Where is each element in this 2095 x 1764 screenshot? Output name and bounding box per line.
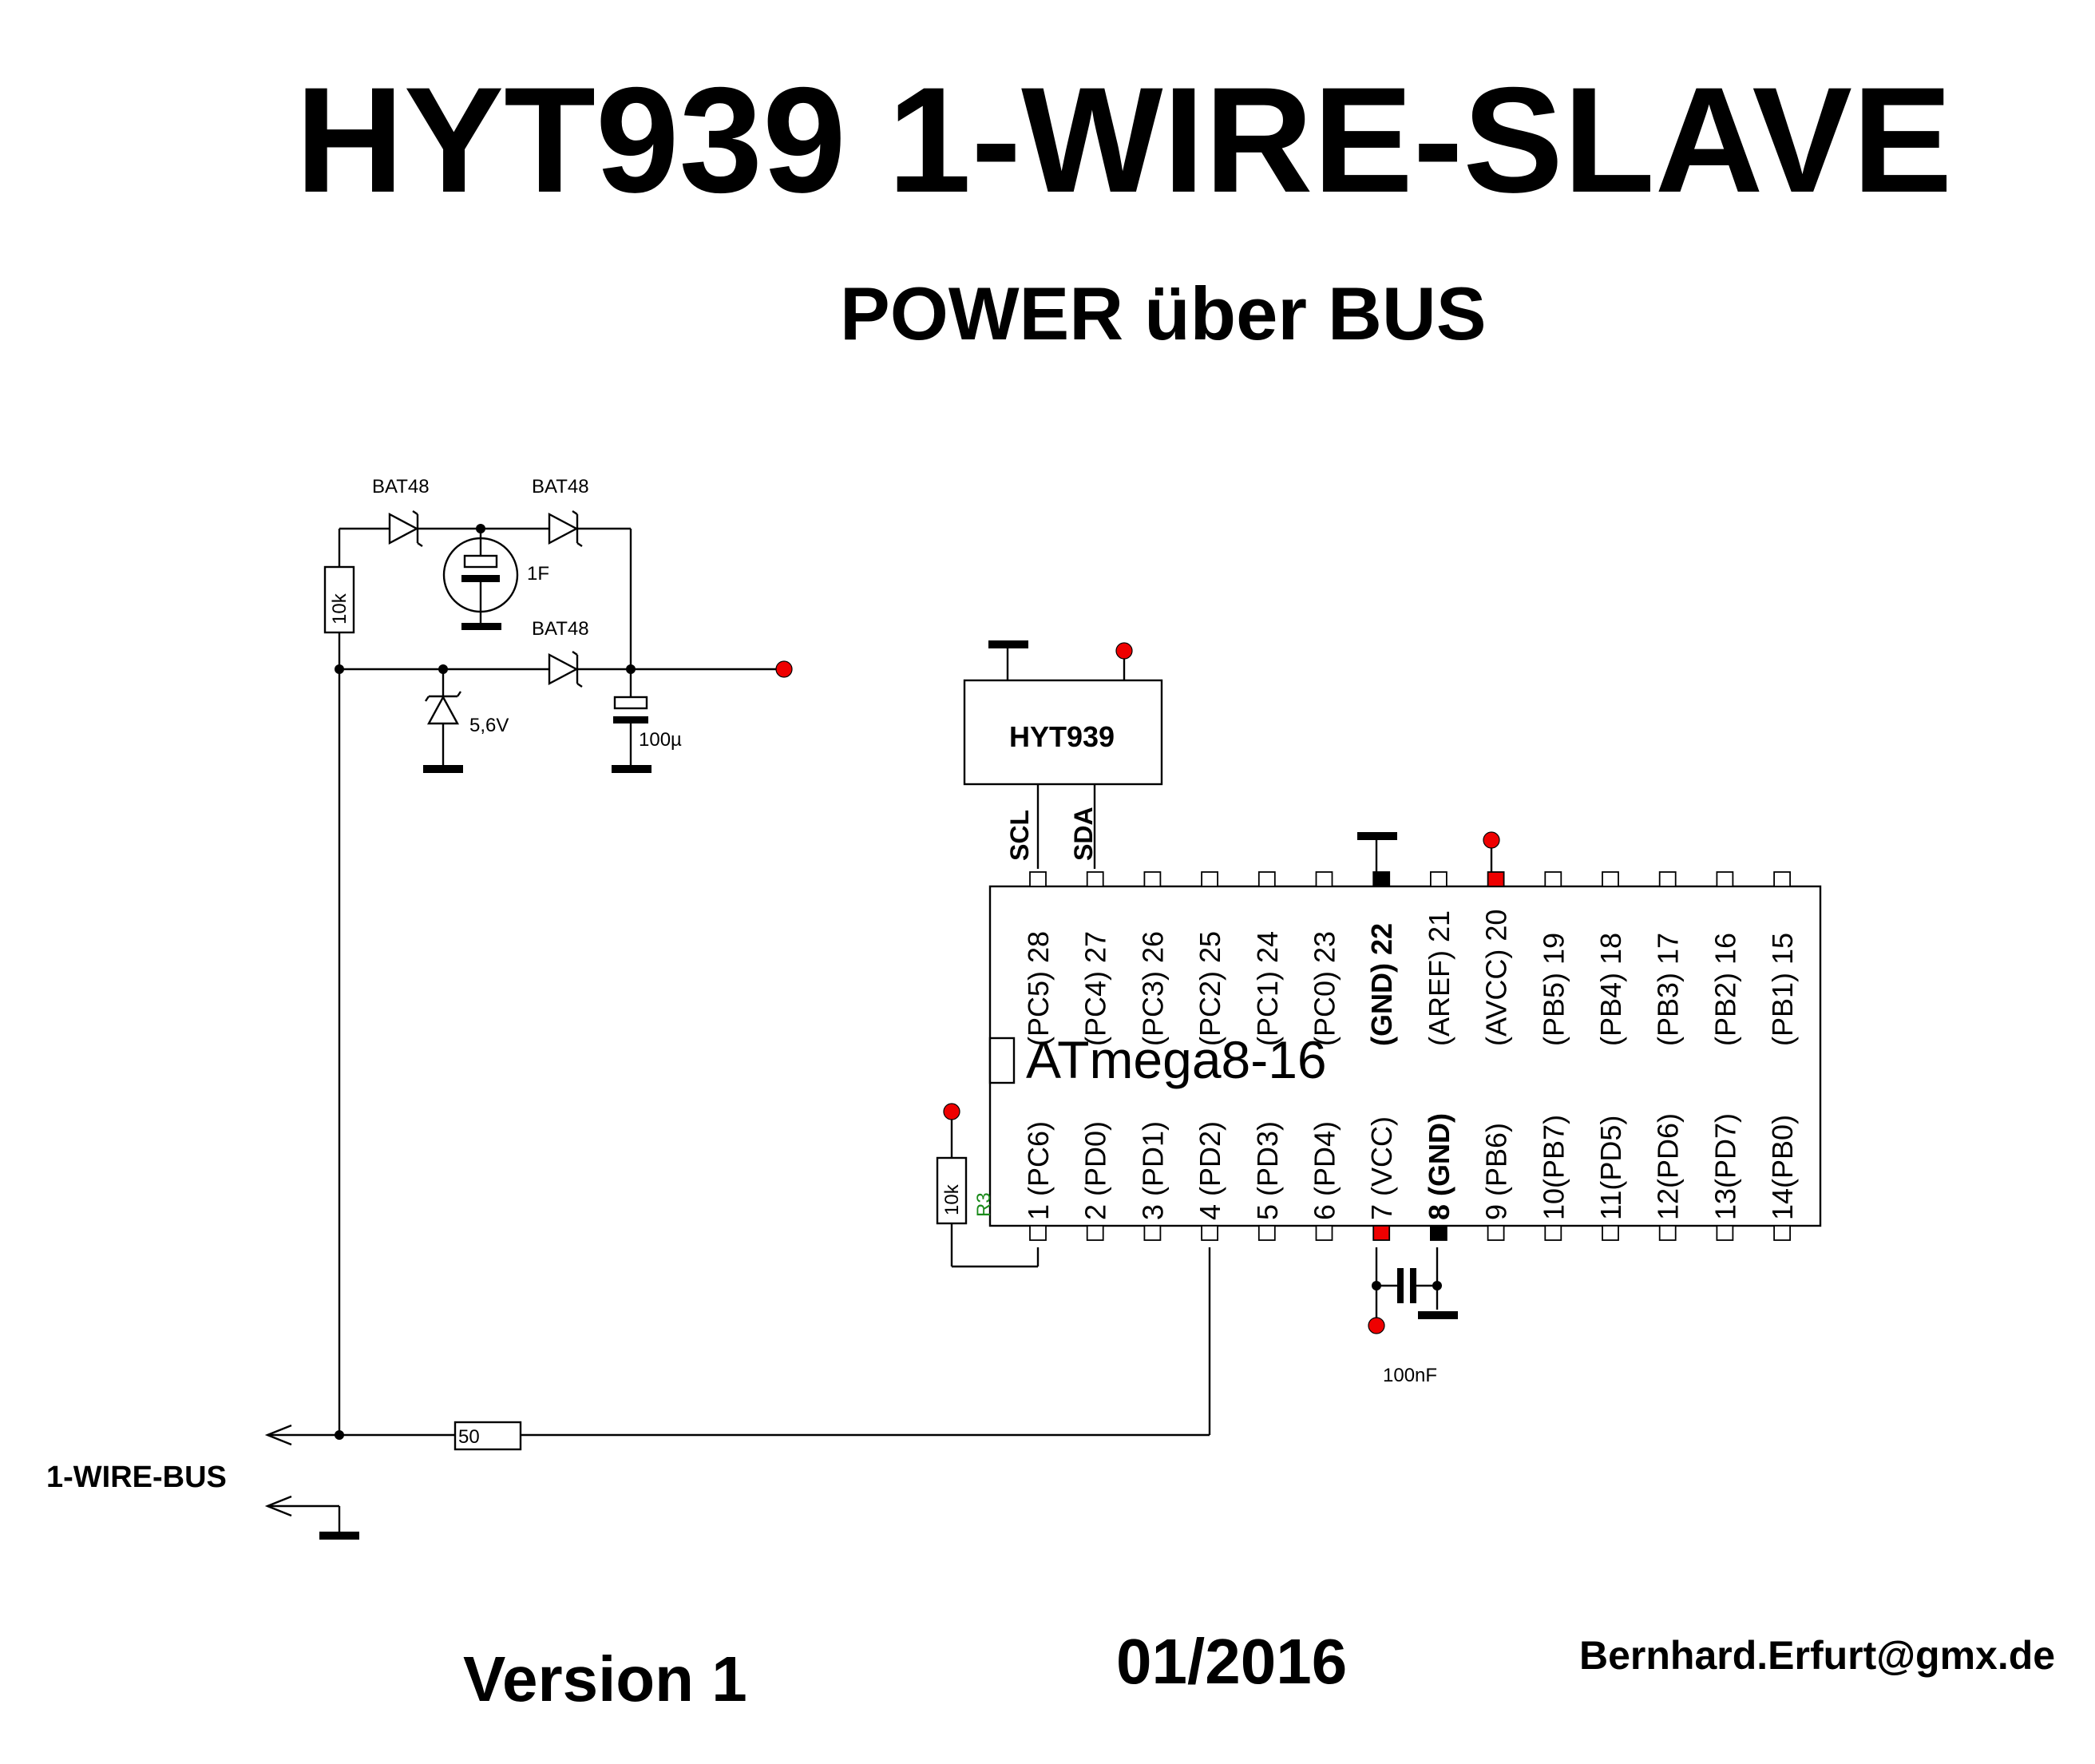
top-pin-pad [1487, 871, 1505, 887]
top-pin-pad [1602, 871, 1619, 887]
bottom-pin-label: 5 (PD3) [1251, 1121, 1284, 1220]
top-pin-pad [1716, 871, 1734, 887]
bottom-pin-label: 11(PD5) [1594, 1116, 1627, 1220]
bottom-pin-pad [1658, 1225, 1677, 1241]
atmega8-chip: ATmega8-16 (PC5) 28 (PC4) 27 (PC3) 26 (PC2)… [988, 871, 1822, 1241]
top-pin-label: (PC2) 25 [1194, 931, 1226, 1046]
capacitor-1f-label: 1F [527, 563, 549, 585]
top-pin-pad [1143, 871, 1162, 887]
zener-diode: 5,6V [423, 669, 509, 773]
version-label: Version 1 [463, 1643, 747, 1714]
title: HYT939 1-WIRE-SLAVE [295, 56, 1952, 224]
capacitor-100u-label: 100µ [639, 729, 682, 751]
top-pin-label: (AVCC) 20 [1480, 910, 1513, 1046]
bus-label: 1-WIRE-BUS [46, 1461, 227, 1494]
bottom-pin-label: 10(PB7) [1537, 1115, 1570, 1220]
bottom-pin-label: 6 (PD4) [1309, 1121, 1341, 1220]
top-pin-row: (PC5) 28 (PC4) 27 (PC3) 26 (PC2) 25 (PC1) 24… [1022, 871, 1799, 1046]
bottom-pin-pad [1487, 1225, 1505, 1241]
diode-2-label: BAT48 [532, 476, 589, 497]
sda-label: SDA [1069, 807, 1098, 861]
chip-notch [988, 1037, 1016, 1084]
scl-label: SCL [1005, 810, 1034, 861]
capacitor-100nf-label: 100nF [1383, 1365, 1437, 1386]
bottom-pin-pad [1544, 1225, 1562, 1241]
diode-bat48-2: BAT48 [532, 476, 589, 547]
sensor-name: HYT939 [1009, 720, 1115, 753]
subtitle: POWER über BUS [840, 272, 1487, 355]
bottom-pin-pad [1716, 1225, 1734, 1241]
top-pin-label: (AREF) 21 [1423, 910, 1455, 1046]
top-pin-label: (PB4) 18 [1594, 933, 1627, 1046]
top-pin-pad [1658, 871, 1677, 887]
top-pin-label: (PC5) 28 [1022, 931, 1055, 1046]
bottom-pin-pad [1372, 1225, 1391, 1241]
r3-name: R3 [973, 1192, 995, 1217]
zener-label: 5,6V [469, 715, 509, 736]
bottom-pin-pad [1315, 1225, 1333, 1241]
top-pin-label: (GND) 22 [1365, 923, 1398, 1046]
bottom-pin-label: 1 (PC6) [1022, 1121, 1055, 1220]
bottom-pin-label: 8 (GND) [1423, 1113, 1455, 1220]
bottom-pin-label: 12(PD6) [1652, 1113, 1685, 1220]
bottom-pin-pad [1257, 1225, 1276, 1241]
bottom-pin-pad [1086, 1225, 1104, 1241]
bottom-pin-row: 1 (PC6) 2 (PD0) 3 (PD1) 4 (PD2) 5 (PD3) 6 (PD… [1022, 1113, 1799, 1241]
top-pin-pad [1201, 871, 1218, 887]
resistor-r3: 10k R3 [936, 1103, 1040, 1268]
bottom-pin-label: 9 (PB6) [1480, 1123, 1513, 1220]
bottom-pin-label: 3 (PD1) [1136, 1121, 1169, 1220]
power-supply-section: 10k BAT48 BAT48 [323, 476, 793, 1435]
bottom-pin-pad [1602, 1225, 1619, 1241]
top-pin-pad [1315, 871, 1333, 887]
svg-text:10k: 10k [329, 593, 350, 624]
r3-value: 10k [941, 1183, 963, 1215]
chip-name: ATmega8-16 [1026, 1030, 1327, 1089]
pin20-supply [1483, 831, 1500, 872]
pullup-resistor-10k: 10k [323, 565, 355, 634]
top-pin-pad [1773, 871, 1792, 887]
bottom-pin-label: 13(PD7) [1709, 1113, 1741, 1220]
diode-3-label: BAT48 [532, 618, 589, 640]
bottom-pin-label: 4 (PD2) [1194, 1121, 1226, 1220]
capacitor-100nf: 100nF [1368, 1247, 1458, 1386]
vcc-marker [775, 660, 793, 678]
top-pin-label: (PC3) 26 [1136, 931, 1169, 1046]
bottom-pin-label: 2 (PD0) [1079, 1121, 1112, 1220]
diode-1-label: BAT48 [372, 476, 430, 497]
bottom-pin-label: 14(PB0) [1766, 1115, 1799, 1220]
bottom-pin-label: 7 (VCC) [1365, 1116, 1398, 1220]
bottom-pin-pad [1430, 1225, 1447, 1241]
series-resistor-50 [453, 1421, 522, 1451]
top-pin-label: (PB2) 16 [1709, 933, 1741, 1046]
top-pin-pad [1257, 871, 1276, 887]
email-label: Bernhard.Erfurt@gmx.de [1579, 1633, 2055, 1678]
top-pin-label: (PB3) 17 [1652, 933, 1685, 1046]
bottom-pin-pad [1143, 1225, 1162, 1241]
date-label: 01/2016 [1116, 1626, 1347, 1697]
series-resistor-label: 50 [458, 1426, 480, 1448]
top-pin-label: (PC4) 27 [1079, 931, 1112, 1046]
top-pin-pad [1029, 871, 1047, 887]
top-pin-label: (PC1) 24 [1251, 931, 1284, 1046]
top-pin-label: (PB1) 15 [1766, 933, 1799, 1046]
top-pin-pad [1372, 871, 1391, 887]
top-pin-label: (PC0) 23 [1309, 931, 1341, 1046]
capacitor-100u: 100µ [612, 669, 682, 773]
bottom-pin-pad [1029, 1225, 1047, 1241]
pin22-ground [1357, 832, 1397, 872]
diode-bat48-1: BAT48 [372, 476, 430, 547]
diode-bat48-3: BAT48 [532, 618, 589, 688]
bottom-pin-pad [1773, 1225, 1792, 1241]
top-pin-pad [1544, 871, 1562, 887]
top-pin-label: (PB5) 19 [1537, 933, 1570, 1046]
capacitor-1f: 1F [442, 524, 549, 630]
hyt939-sensor: HYT939 SCL SDA [963, 640, 1163, 869]
top-pin-pad [1086, 871, 1104, 887]
top-pin-pad [1430, 871, 1447, 887]
bus-data-arrow-icon [264, 1424, 292, 1446]
one-wire-bus: 50 1-WIRE-BUS [46, 1247, 1211, 1540]
bottom-pin-pad [1201, 1225, 1218, 1241]
